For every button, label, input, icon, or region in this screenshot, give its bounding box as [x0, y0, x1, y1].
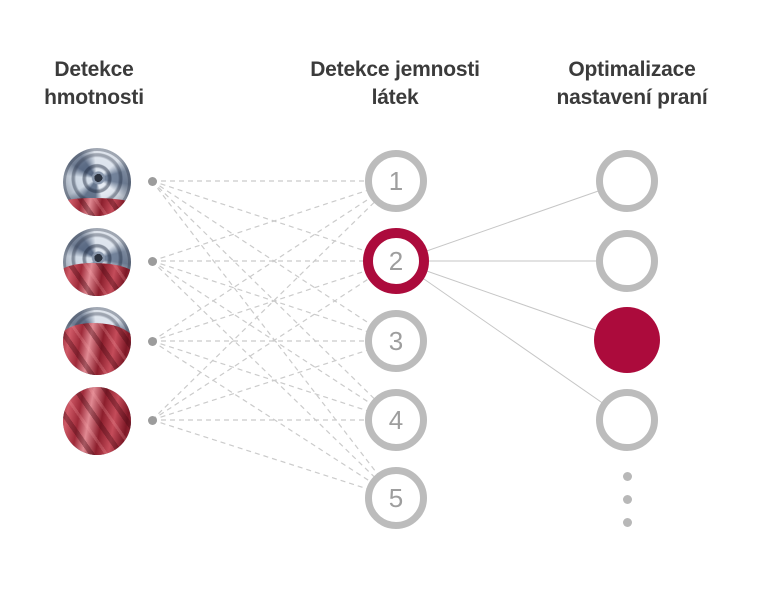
column-title-weight-detection: Detekce hmotnosti: [14, 56, 174, 112]
connector-dot: [148, 337, 157, 346]
node-number: 5: [388, 482, 404, 513]
softness-node-4: 4: [365, 389, 427, 451]
setting-node-1: [596, 150, 658, 212]
washer-drum-small-red-load-photo: [63, 148, 131, 216]
node-number: 4: [388, 404, 404, 435]
red-fabric: [63, 323, 131, 375]
title-line: Optimalizace: [568, 58, 696, 81]
washer-drum-medium-red-load-photo: [63, 228, 131, 296]
setting-node-2: [596, 230, 658, 292]
title-line: nastavení praní: [556, 86, 708, 109]
setting-node-4: [596, 389, 658, 451]
column-title-wash-settings-optimization: Optimalizace nastavení praní: [535, 56, 729, 112]
node-number: 1: [388, 165, 404, 196]
column-title-fabric-softness-detection: Detekce jemnosti látek: [305, 56, 485, 112]
title-line: Detekce: [54, 58, 134, 81]
washer-drum-large-red-load-photo: [63, 307, 131, 375]
title-line: látek: [371, 86, 419, 109]
red-fabric: [63, 198, 131, 216]
softness-node-5: 5: [365, 467, 427, 529]
softness-node-3: 3: [365, 310, 427, 372]
red-fabric: [63, 263, 131, 296]
softness-node-1: 1: [365, 150, 427, 212]
ellipsis-dot: [623, 495, 632, 504]
node-number: 2: [388, 245, 404, 276]
softness-node-2-highlighted: 2: [363, 228, 429, 294]
connector-dot: [148, 177, 157, 186]
washer-drum-full-red-load-photo: [63, 387, 131, 455]
red-fabric: [63, 387, 131, 455]
setting-node-3-selected: [594, 307, 660, 373]
title-line: Detekce jemnosti: [310, 58, 480, 81]
node-number: 3: [388, 325, 404, 356]
title-line: hmotnosti: [44, 86, 144, 109]
connector-dot: [148, 416, 157, 425]
connector-dot: [148, 257, 157, 266]
ellipsis-dot: [623, 518, 632, 527]
ellipsis-dot: [623, 472, 632, 481]
